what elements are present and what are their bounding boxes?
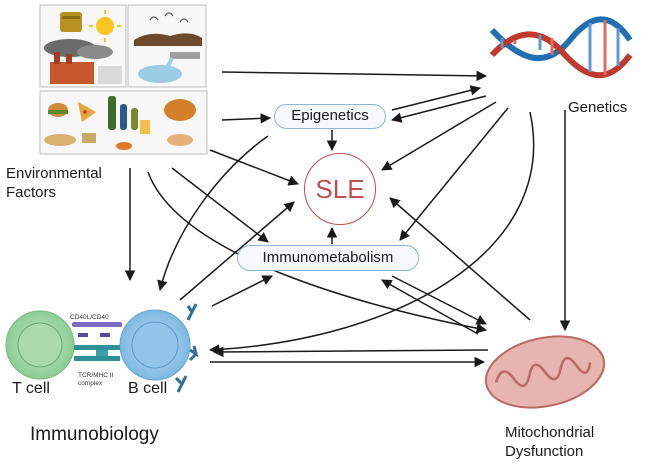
chicken-icon bbox=[164, 99, 196, 121]
arrow-env-epigenetics bbox=[221, 113, 272, 124]
immunobiology-label: Immunobiology bbox=[30, 424, 159, 445]
mitochondria-icon bbox=[484, 335, 606, 409]
sun-icon bbox=[96, 17, 114, 35]
mitochondrial-dysfunction-label: Mitochondrial Dysfunction bbox=[505, 424, 595, 460]
arrow-env-genetics bbox=[221, 70, 488, 82]
arrow-genetics-epi bbox=[390, 95, 487, 123]
antibody-icon bbox=[174, 303, 199, 393]
arrow-genetics-sle bbox=[381, 101, 497, 171]
arrow-epi-genetics bbox=[391, 85, 482, 111]
pizza-icon bbox=[78, 102, 96, 122]
factory-icon bbox=[50, 62, 94, 84]
pipe-icon bbox=[170, 52, 200, 59]
tcr-mhc-label: TCR/MHC II complex bbox=[78, 372, 114, 387]
beer-icon bbox=[140, 120, 150, 134]
arrow-genetics-immunobiology bbox=[208, 111, 535, 355]
tcr-mhc-complex-icon bbox=[74, 345, 120, 350]
cd40-molecule-icon bbox=[72, 322, 122, 327]
cell-illustration bbox=[5, 303, 199, 393]
sle-node: SLE bbox=[304, 153, 376, 225]
arrow-immunobiology-sle bbox=[179, 201, 295, 301]
cd40l-cd40-label: CD40L/CD40 bbox=[70, 314, 109, 321]
wine-bottle-icon bbox=[108, 96, 116, 130]
immunometabolism-node: Immunometabolism bbox=[237, 245, 419, 271]
arrow-env-immunometabolism bbox=[171, 167, 269, 243]
arrow-genetics-immunometabolism bbox=[399, 107, 509, 241]
arrow-env-mito bbox=[147, 171, 488, 334]
genetics-label: Genetics bbox=[568, 99, 628, 116]
epigenetics-node: Epigenetics bbox=[274, 104, 386, 129]
oil-barrel-icon bbox=[60, 12, 82, 32]
croissant-icon bbox=[167, 134, 193, 146]
arrow-mito-sle bbox=[389, 197, 531, 321]
b-cell-label: B cell bbox=[128, 380, 168, 397]
arrow-epi-immunobiology bbox=[157, 135, 269, 292]
bread-icon bbox=[44, 134, 76, 146]
arrow-env-sle bbox=[209, 149, 299, 186]
food-illustration bbox=[39, 90, 208, 155]
environmental-factors-label: Environmental Factors bbox=[6, 165, 102, 201]
water-icon bbox=[138, 65, 182, 83]
arrow-immunometabolism-mito bbox=[391, 275, 487, 325]
dna-helix-icon bbox=[489, 16, 633, 79]
arrow-mito-immunometabolism bbox=[381, 279, 479, 335]
soil-icon bbox=[134, 33, 202, 46]
t-cell-label: T cell bbox=[12, 380, 50, 397]
arrows bbox=[124, 70, 571, 368]
arrow-immunobiology-immunometabolism bbox=[211, 275, 273, 307]
pollution-illustration bbox=[39, 4, 207, 88]
arrow-mito-immunobiology bbox=[212, 346, 489, 358]
